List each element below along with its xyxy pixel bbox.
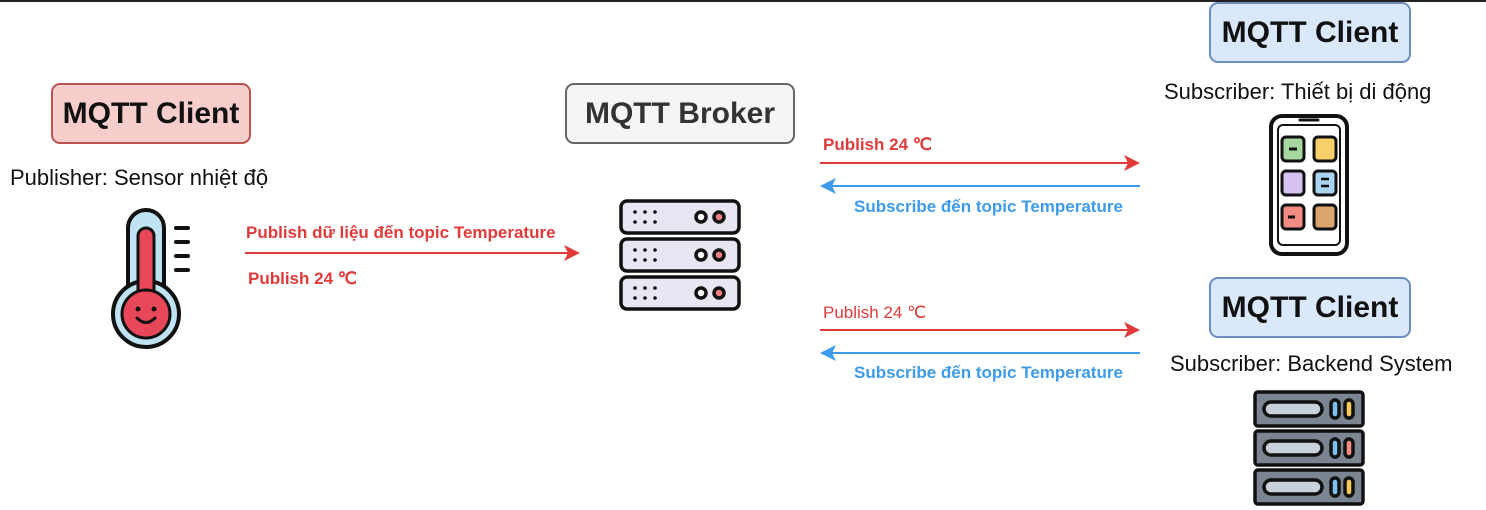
publisher-client-title: MQTT Client bbox=[62, 96, 240, 130]
backend-subscriber-client-box[interactable]: MQTT Client bbox=[1209, 277, 1411, 338]
broker-to-backend-publish-arrow bbox=[820, 322, 1140, 338]
backend-subscriber-caption: Subscriber: Backend System bbox=[1170, 351, 1453, 376]
publisher-edge-label-bottom: Publish 24 ℃ bbox=[248, 269, 357, 288]
mobile-subscribe-label: Subscribe đến topic Temperature bbox=[854, 197, 1123, 216]
backend-to-broker-subscribe-arrow bbox=[820, 345, 1140, 361]
publisher-caption: Publisher: Sensor nhiệt độ bbox=[10, 165, 269, 190]
backend-subscribe-label: Subscribe đến topic Temperature bbox=[854, 363, 1123, 382]
broker-to-mobile-publish-arrow bbox=[820, 155, 1140, 171]
mobile-publish-label: Publish 24 ℃ bbox=[823, 135, 932, 154]
backend-publish-label: Publish 24 ℃ bbox=[823, 303, 927, 322]
publisher-client-box[interactable]: MQTT Client bbox=[51, 83, 251, 144]
broker-box[interactable]: MQTT Broker bbox=[565, 83, 795, 144]
thermometer-icon bbox=[111, 208, 190, 349]
server-rack-icon bbox=[619, 199, 741, 311]
publisher-edge-label-top: Publish dữ liệu đến topic Temperature bbox=[246, 223, 556, 242]
smartphone-icon bbox=[1269, 114, 1349, 256]
mobile-subscriber-client-title: MQTT Client bbox=[1221, 15, 1399, 49]
mobile-to-broker-subscribe-arrow bbox=[820, 178, 1140, 194]
publisher-to-broker-arrow bbox=[245, 245, 580, 261]
top-border-line bbox=[0, 0, 1486, 2]
backend-subscriber-client-title: MQTT Client bbox=[1221, 290, 1399, 324]
server-rack-icon bbox=[1253, 390, 1365, 506]
broker-title: MQTT Broker bbox=[584, 96, 776, 130]
mobile-subscriber-caption: Subscriber: Thiết bị di động bbox=[1164, 79, 1432, 104]
mobile-subscriber-client-box[interactable]: MQTT Client bbox=[1209, 2, 1411, 63]
